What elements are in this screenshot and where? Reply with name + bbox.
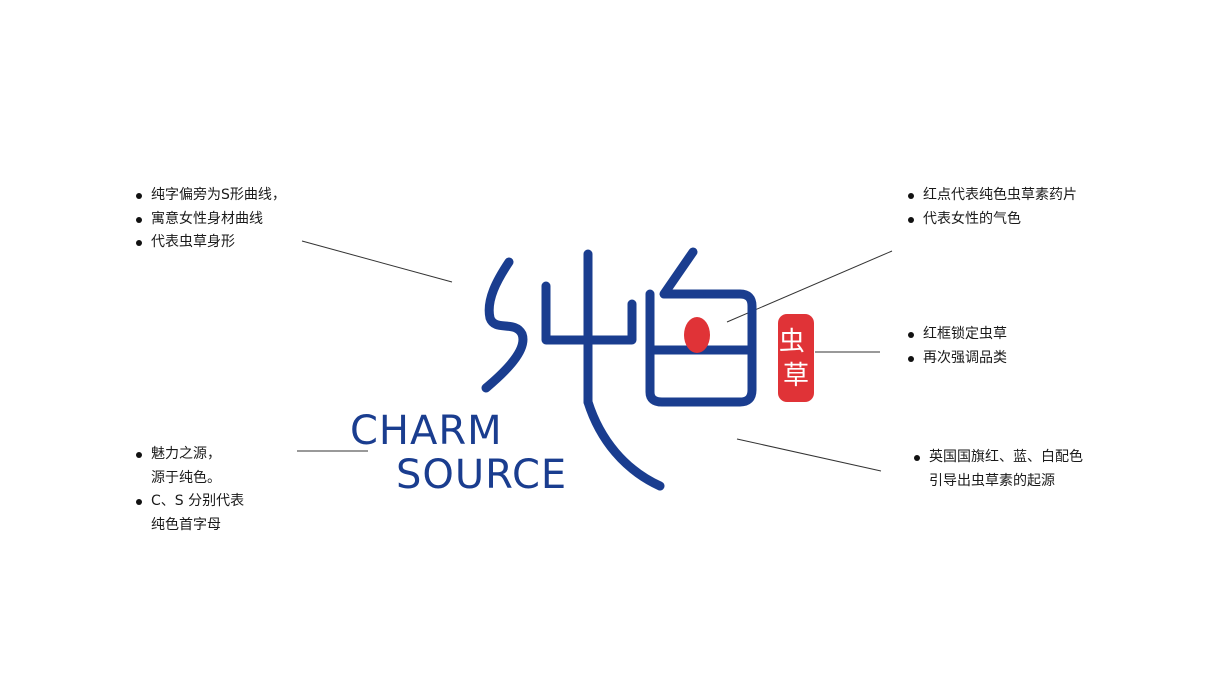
wordmark-charm: CHARM — [350, 408, 503, 454]
annotation-item: 寓意女性身材曲线 — [136, 208, 286, 232]
annotation-item-continued: 源于纯色。 — [151, 469, 221, 486]
annotation-item: 红点代表纯色虫草素药片 — [908, 184, 1077, 208]
annotation-item: 英国国旗红、蓝、白配色 — [914, 446, 1083, 470]
tail-swoop-stroke — [583, 397, 665, 491]
s-curve-radical-stroke — [481, 257, 528, 393]
seal-text: 虫 草 — [779, 327, 813, 391]
red-seal — [778, 314, 814, 402]
se-body-stroke — [645, 289, 757, 407]
annotation-item: 魅力之源， — [136, 443, 244, 467]
annotation-item-continued: 引导出虫草素的起源 — [929, 472, 1055, 489]
annotation-top-left: 纯字偏旁为S形曲线， 寓意女性身材曲线 代表虫草身形 — [136, 184, 286, 255]
se-top-stroke — [659, 247, 713, 299]
annotation-item: 代表虫草身形 — [136, 231, 286, 255]
leader-line-bottom-right — [736, 438, 882, 472]
red-dot — [684, 317, 710, 353]
annotation-middle-right: 红框锁定虫草 再次强调品类 — [908, 323, 1007, 370]
annotation-item: 再次强调品类 — [908, 347, 1007, 371]
annotation-bottom-right: 英国国旗红、蓝、白配色 引导出虫草素的起源 — [914, 446, 1083, 493]
leader-line-top-left — [301, 240, 453, 283]
annotation-item: C、S 分别代表 — [136, 490, 244, 514]
annotation-item-continued: 纯色首字母 — [151, 516, 221, 533]
annotation-item: 红框锁定虫草 — [908, 323, 1007, 347]
annotation-item: 代表女性的气色 — [908, 208, 1077, 232]
chinese-logotype — [481, 247, 757, 491]
annotation-bottom-left: 魅力之源， 源于纯色。 C、S 分别代表 纯色首字母 — [136, 443, 244, 537]
wordmark-source: SOURCE — [396, 452, 567, 498]
annotation-item: 纯字偏旁为S形曲线， — [136, 184, 286, 208]
annotation-top-right: 红点代表纯色虫草素药片 代表女性的气色 — [908, 184, 1077, 231]
